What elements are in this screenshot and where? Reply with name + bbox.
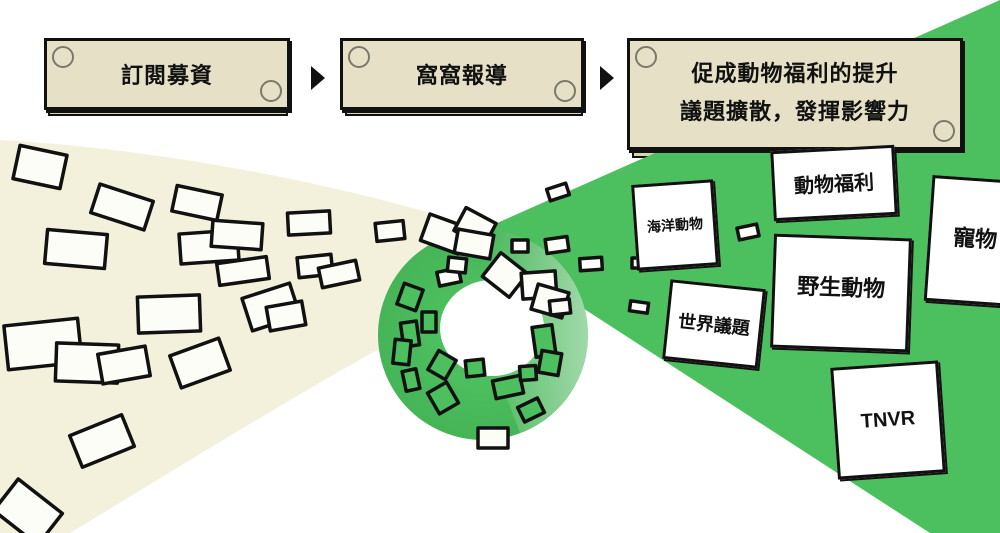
topic-label-pets: 寵物 bbox=[952, 225, 998, 254]
topic-label-welfare: 動物福利 bbox=[793, 169, 875, 199]
topic-label-world: 世界議題 bbox=[676, 311, 751, 340]
flow-step-report-label: 窩窩報導 bbox=[415, 64, 508, 89]
arrow-right-icon bbox=[311, 66, 325, 90]
topic-card-marine: 海洋動物 bbox=[631, 179, 719, 271]
topic-label-wildlife: 野生動物 bbox=[796, 274, 886, 303]
flow-step-impact-line2: 議題擴散，發揮影響力 bbox=[679, 100, 910, 125]
topic-label-tnvr: TNVR bbox=[860, 406, 916, 433]
flow-step-subscribe-label: 訂閱募資 bbox=[120, 64, 213, 89]
flow-step-impact: 促成動物福利的提升 議題擴散，發揮影響力 bbox=[627, 38, 963, 150]
flow-step-report: 窩窩報導 bbox=[340, 38, 584, 110]
flow-step-subscribe: 訂閱募資 bbox=[44, 38, 290, 110]
topic-label-marine: 海洋動物 bbox=[646, 216, 704, 236]
ring-papers bbox=[391, 281, 564, 424]
topic-card-pets: 寵物 bbox=[923, 175, 1000, 307]
arrow-right-icon bbox=[600, 66, 614, 90]
topic-card-wildlife: 野生動物 bbox=[770, 233, 912, 353]
scattered-papers bbox=[0, 143, 761, 533]
topic-card-tnvr: TNVR bbox=[830, 360, 946, 480]
topic-card-welfare: 動物福利 bbox=[770, 144, 898, 222]
flow-step-impact-line1: 促成動物福利的提升 bbox=[691, 62, 899, 87]
topic-card-world: 世界議題 bbox=[662, 279, 766, 369]
